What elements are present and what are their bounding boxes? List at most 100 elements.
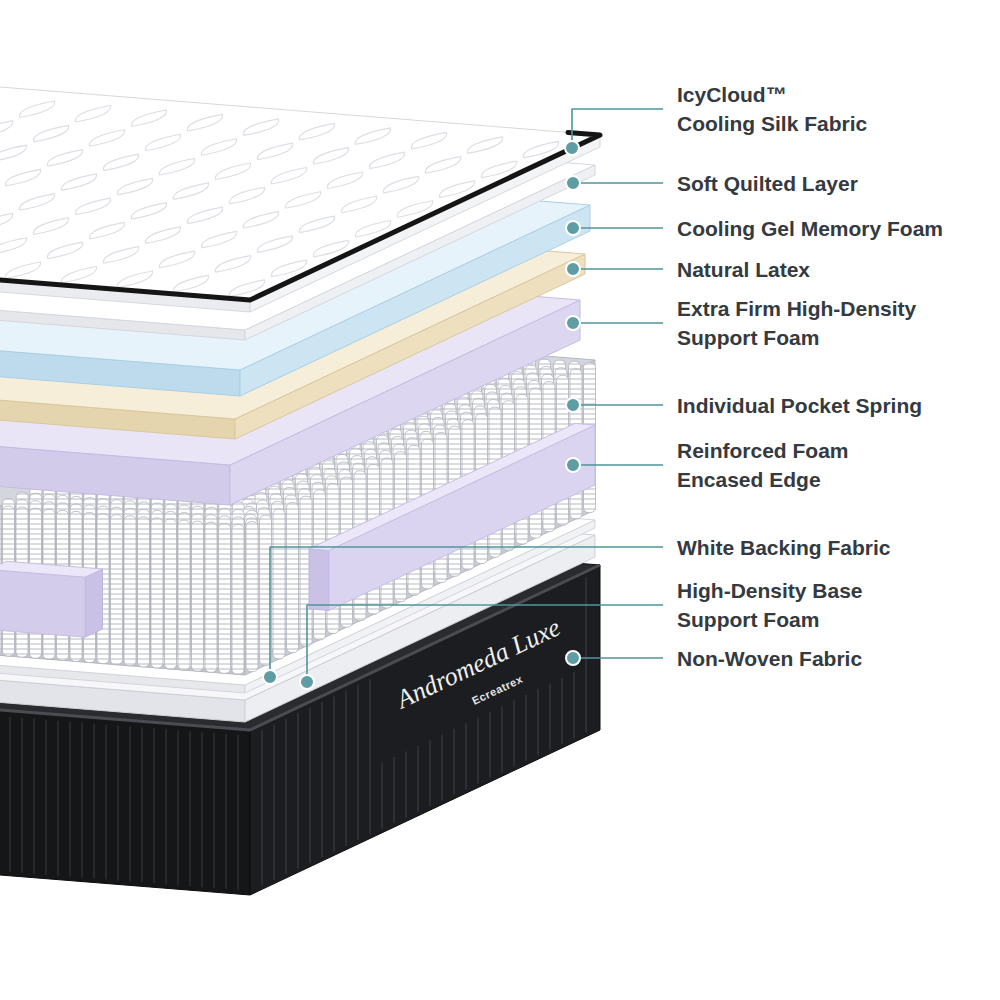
cover-stitch: [189, 731, 191, 886]
quilt-stitch: [65, 197, 120, 215]
leader-line: [572, 109, 663, 141]
cover-stitch: [321, 702, 323, 857]
cover-stitch: [225, 734, 227, 889]
cover-stitch: [417, 746, 419, 812]
leader-lines: [263, 109, 663, 689]
part-label: Natural Latex: [677, 255, 977, 284]
cover-stitch: [177, 730, 179, 885]
quilt-stitch: [276, 191, 331, 209]
quilt-stitch: [108, 270, 163, 288]
quilt-stitch: [192, 138, 247, 156]
spring-coil: [287, 503, 299, 653]
cover-stitch: [501, 706, 503, 772]
quilt-stitch: [192, 231, 247, 249]
mattress-layers: [0, 71, 600, 895]
quilt-stitch: [164, 275, 219, 293]
cover-stitch: [561, 678, 563, 744]
quilt-stitch: [290, 215, 345, 233]
quilt-stitch: [318, 171, 373, 189]
quilt-stitch: [206, 255, 261, 273]
quilt-stitch: [51, 173, 106, 191]
cover-stitch: [453, 729, 455, 795]
quilt-stitch: [121, 109, 176, 127]
quilt-stitch: [220, 186, 275, 204]
quilt-stitch: [234, 211, 289, 229]
cover-stitch: [261, 730, 263, 885]
quilt-stitch: [23, 217, 78, 235]
quilt-stitch: [107, 178, 162, 196]
part-label: Soft Quilted Layer: [677, 169, 977, 198]
cover-stitch: [141, 727, 143, 882]
cover-stitch: [513, 701, 515, 767]
edge-foam: [0, 561, 103, 577]
quilt-stitch: [38, 241, 93, 259]
cover-stitch: [201, 732, 203, 887]
quilt-stitch: [458, 136, 513, 154]
quilt-stitch: [0, 96, 9, 114]
part-label: Individual Pocket Spring: [677, 391, 977, 420]
quilt-stitch: [234, 118, 289, 136]
leader-line: [580, 404, 663, 406]
quilt-stitch: [262, 167, 317, 185]
quilt-stitch: [136, 226, 191, 244]
cover-stitch: [537, 689, 539, 755]
spring-coil: [111, 515, 123, 665]
quilt-stitch: [248, 235, 303, 253]
quilt-stitch: [0, 261, 50, 279]
cover-stitch: [213, 733, 215, 888]
callout-dot: [566, 398, 580, 412]
part-label: Reinforced Foam Encased Edge: [677, 436, 897, 494]
callout-dot: [565, 141, 579, 155]
pillow-piping: [0, 132, 600, 300]
quilt-stitch: [0, 169, 51, 187]
cover-stitch: [549, 684, 551, 750]
spring-coil: [219, 523, 231, 673]
spring-coil: [246, 522, 258, 672]
quilt-stitch: [9, 100, 64, 118]
spring-coil: [138, 517, 150, 667]
callout-dot: [566, 262, 580, 276]
quilt-stitch: [332, 195, 387, 213]
quilt-stitch: [23, 124, 78, 142]
cover-stitch: [165, 729, 167, 884]
edge-foam: [85, 569, 103, 637]
cover-stitch: [573, 672, 575, 738]
quilt-stitch: [0, 120, 22, 138]
spring-coil: [124, 516, 136, 666]
cover-stitch: [405, 751, 407, 817]
callout-dot: [566, 221, 580, 235]
cover-stitch: [105, 724, 107, 879]
cover-stitch: [285, 719, 287, 874]
quilt-stitch: [416, 156, 471, 174]
quilt-stitch: [79, 129, 134, 147]
callout-dot: [566, 316, 580, 330]
cover-stitch: [381, 763, 383, 829]
quilt-stitch: [0, 188, 9, 206]
spring-coil: [192, 521, 204, 671]
part-label: Non-Woven Fabric: [677, 644, 977, 673]
cover-stitch: [309, 708, 311, 863]
quilt-stitch: [402, 132, 457, 150]
callout-dot: [300, 675, 314, 689]
quilt-stitch: [65, 105, 120, 123]
quilt-stitch: [248, 142, 303, 160]
cover-stitch: [585, 578, 587, 733]
quilt-stitch: [0, 237, 36, 255]
cover-stitch: [465, 723, 467, 789]
cover-stitch: [57, 721, 59, 876]
quilt-stitch: [164, 182, 219, 200]
spring-coil: [232, 524, 244, 674]
cover-stitch: [357, 685, 359, 840]
edge-foam: [0, 570, 85, 638]
cover-stitch: [117, 725, 119, 880]
leader-line: [580, 268, 663, 270]
quilt-stitch: [374, 176, 429, 194]
cover-stitch: [525, 695, 527, 761]
quilt-stitch: [0, 213, 23, 231]
quilt-stitch: [150, 158, 205, 176]
cover-stitch: [9, 717, 11, 872]
cover-stitch: [273, 725, 275, 880]
quilt-stitch: [304, 147, 359, 165]
quilt-stitch: [0, 144, 37, 162]
